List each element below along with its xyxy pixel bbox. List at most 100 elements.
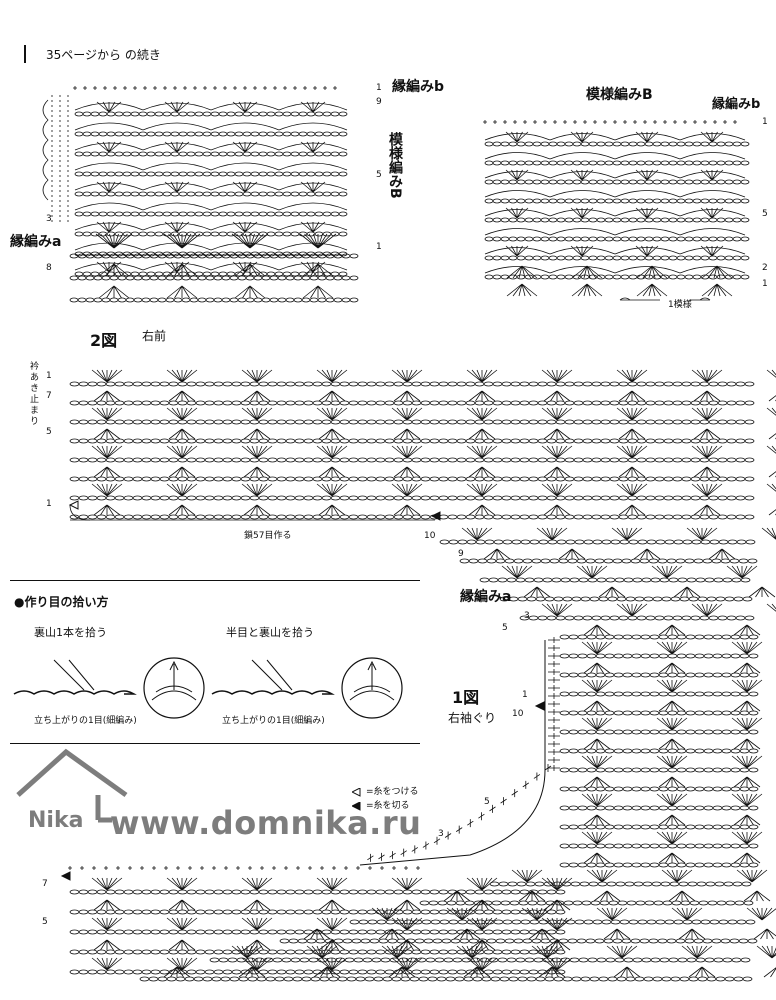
cluster-stitch — [234, 263, 266, 277]
shell-stitch — [635, 169, 659, 181]
shell-stitch — [681, 945, 713, 959]
shell-stitch — [691, 603, 723, 617]
edge-sc-stitch — [548, 653, 560, 659]
cluster-stitch — [468, 939, 496, 951]
cluster-stitch — [506, 283, 538, 297]
shell-stitch — [656, 679, 688, 693]
shell-stitch — [691, 445, 723, 459]
shell-stitch — [656, 831, 688, 845]
shell-stitch — [391, 407, 423, 421]
shell-stitch — [635, 245, 659, 257]
shell-stitch — [505, 169, 529, 181]
shell-stitch — [611, 527, 643, 541]
chain-arch — [210, 162, 280, 171]
shell-stitch — [691, 369, 723, 383]
chain-arch — [210, 202, 280, 211]
shell-stitch — [166, 957, 198, 971]
edge-sc-stitch — [378, 852, 385, 861]
shell-stitch — [731, 831, 763, 845]
shell-stitch — [570, 169, 594, 181]
attach-yarn-marker — [68, 500, 79, 510]
cluster-stitch — [583, 662, 611, 674]
armhole-edge — [359, 640, 546, 866]
tl-row-mark-3: 3 — [46, 214, 52, 224]
chain-row — [69, 275, 359, 281]
fig1-title: 1図 — [452, 688, 480, 707]
edge-sc-stitch — [489, 804, 496, 813]
chain-arch — [278, 122, 348, 131]
cluster-stitch — [468, 899, 496, 911]
chain-arch — [142, 122, 212, 131]
shell-stitch — [766, 369, 776, 378]
fig2-row-mark-1b: 1 — [46, 499, 52, 509]
chain-row — [69, 381, 755, 387]
chain-row — [209, 957, 751, 963]
shell-stitch — [691, 407, 723, 421]
shell-stitch — [731, 679, 763, 693]
shell-stitch — [766, 483, 776, 492]
chain-row — [69, 909, 566, 915]
shell-stitch — [166, 369, 198, 383]
edge-sc-stitch — [467, 819, 474, 828]
chain-arch — [614, 266, 681, 274]
attach-yarn-triangle-icon — [352, 788, 361, 797]
chain-arch — [484, 247, 551, 255]
cluster-stitch — [93, 899, 121, 911]
shell-stitch — [581, 755, 613, 769]
chain-row — [69, 476, 755, 482]
cluster-stitch — [393, 504, 421, 516]
shell-stitch — [391, 369, 423, 383]
shell-stitch — [570, 207, 594, 219]
fig2-chain-label: 鎖57目作る — [244, 531, 292, 541]
shell-stitch — [241, 445, 273, 459]
cluster-stitch — [543, 466, 571, 478]
fig2-title: 2図 — [90, 331, 118, 350]
chain-arch — [614, 209, 681, 217]
edge-sc-stitch — [500, 797, 507, 806]
edge-sc-stitch — [548, 645, 560, 651]
cluster-stitch — [571, 283, 603, 297]
chain-row — [69, 969, 566, 975]
shell-stitch — [635, 131, 659, 143]
chain-arch — [549, 190, 616, 198]
chain-row — [484, 179, 750, 185]
chain-arch — [142, 202, 212, 211]
cluster-stitch — [318, 390, 346, 402]
hook-yarn — [53, 659, 95, 691]
cluster-stitch — [658, 700, 686, 712]
tl-pattern-b-label: 模様編みB — [387, 132, 403, 199]
edge-sc-stitch — [511, 789, 518, 798]
shell-stitch — [91, 957, 123, 971]
fig2-row-mark-7: 7 — [46, 391, 52, 401]
chain-arch — [614, 152, 681, 160]
shell-stitch — [299, 233, 337, 249]
cluster-stitch — [658, 662, 686, 674]
chain-strip — [211, 690, 335, 695]
fig1-row-mark-7: 7 — [42, 879, 48, 889]
tr-row-mark-5: 5 — [762, 209, 768, 219]
cluster-stitch — [733, 814, 761, 826]
sc-row — [68, 866, 420, 870]
chain-row — [69, 514, 755, 520]
chain-arch — [210, 122, 280, 131]
shell-stitch — [581, 679, 613, 693]
chain-row — [439, 539, 756, 545]
tr-row-mark-1: 1 — [762, 117, 768, 127]
chain-row — [559, 767, 759, 773]
chain-row — [139, 976, 753, 982]
chain-arch — [549, 266, 616, 274]
cluster-stitch — [583, 814, 611, 826]
shell-stitch — [726, 565, 758, 579]
watermark-brand: Nika — [28, 808, 84, 833]
chain-arch — [484, 171, 551, 179]
legend-cut-yarn: =糸を切る — [366, 801, 410, 811]
pickup-method2-title: 半目と裏山を拾う — [226, 626, 314, 639]
fig1-row-mark-5c: 5 — [42, 917, 48, 927]
shell-stitch — [541, 603, 573, 617]
shell-stitch — [536, 527, 568, 541]
cluster-stitch — [693, 466, 721, 478]
fig1-edge-label: 縁編みa — [460, 589, 512, 605]
shell-stitch — [241, 483, 273, 497]
shell-stitch — [91, 917, 123, 931]
